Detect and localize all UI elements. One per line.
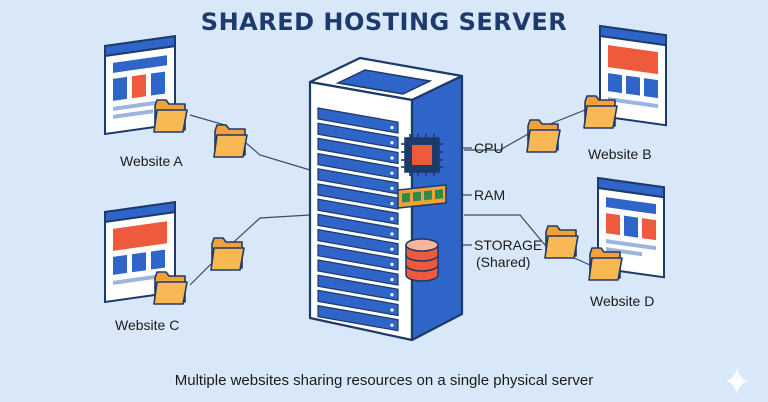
drive-bay	[317, 274, 399, 301]
drive-bay-led	[390, 171, 394, 175]
drive-bay	[317, 244, 399, 271]
cpu-chip-icon	[401, 134, 443, 176]
diagram-title: SHARED HOSTING SERVER	[200, 8, 568, 36]
drive-bay	[317, 107, 399, 134]
drive-bay	[317, 122, 399, 149]
database-icon	[405, 238, 439, 282]
server-drive-bays	[317, 107, 399, 332]
website-a-label: Website A	[120, 153, 183, 169]
drive-bay-led	[390, 156, 394, 160]
browser-window-icon	[599, 24, 667, 127]
website-b-label: Website B	[588, 146, 652, 162]
website-c-label: Website C	[115, 317, 180, 333]
connector-website-b	[464, 107, 591, 151]
folder-icon	[583, 95, 618, 129]
server-rack-icon	[308, 56, 464, 342]
connector-website-a	[189, 114, 311, 171]
drive-bay-led	[390, 125, 394, 130]
cpu-label: CPU	[474, 140, 504, 156]
drive-bay	[317, 228, 399, 256]
drive-bay	[317, 198, 399, 225]
folder-icon	[213, 124, 248, 158]
folder-icon	[544, 225, 579, 259]
folder-icon	[526, 119, 561, 153]
website-d-label: Website D	[590, 293, 655, 309]
ram-label: RAM	[474, 187, 506, 203]
drive-bay	[317, 152, 399, 180]
sparkle-icon	[726, 368, 748, 394]
drive-bay-led	[390, 262, 394, 266]
drive-bay	[317, 259, 399, 286]
drive-bay-led	[390, 232, 394, 236]
folder-icon	[210, 237, 245, 271]
storage-shared-label: (Shared)	[476, 254, 531, 270]
folder-icon	[153, 271, 188, 305]
folder-icon	[153, 99, 188, 133]
connector-website-c	[189, 214, 311, 286]
drive-bay-led	[390, 217, 394, 221]
drive-bay-led	[390, 308, 394, 312]
drive-bay	[317, 137, 399, 165]
drive-bay-led	[390, 277, 394, 282]
drive-bay	[317, 289, 399, 317]
drive-bay-led	[390, 247, 394, 251]
drive-bay-led	[390, 201, 394, 206]
storage-label: STORAGE	[474, 237, 543, 253]
diagram-caption: Multiple websites sharing resources on a…	[174, 372, 594, 389]
drive-bay-led	[390, 323, 394, 327]
drive-bay-led	[390, 293, 394, 297]
drive-bay	[317, 304, 399, 332]
drive-bay-led	[390, 186, 394, 190]
ram-stick-icon	[397, 184, 447, 209]
drive-bay	[317, 183, 399, 210]
drive-bay	[317, 213, 399, 241]
folder-icon	[588, 247, 623, 281]
drive-bay-led	[390, 141, 394, 145]
